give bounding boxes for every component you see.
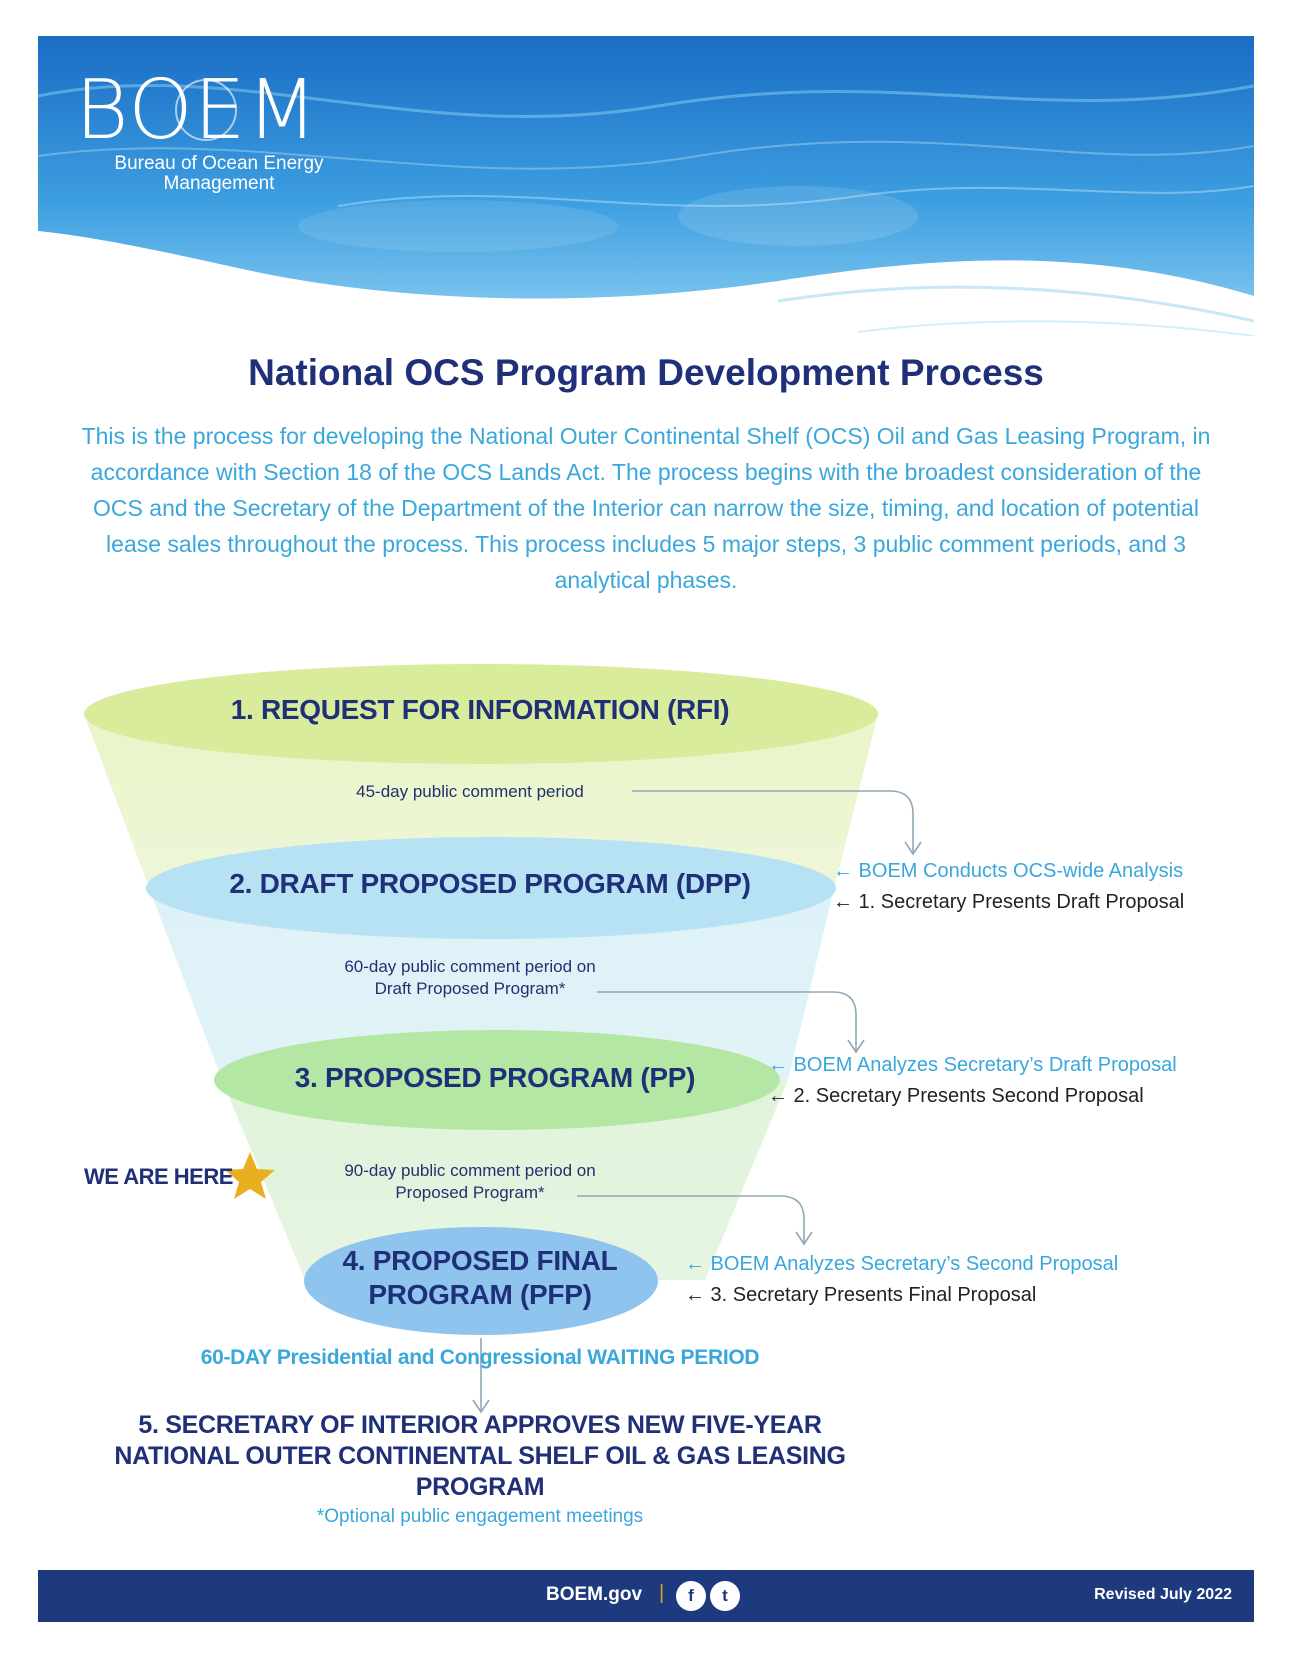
- boem-logo-text: BOEM: [75, 63, 319, 158]
- step-2-label: 2. DRAFT PROPOSED PROGRAM (DPP): [229, 868, 751, 899]
- comment-period-2-line2: Draft Proposed Program*: [374, 979, 566, 998]
- footer-bar: BOEM.gov | f t Revised July 2022: [38, 1570, 1254, 1622]
- comment-period-3: 90-day public comment period on Proposed…: [300, 1160, 640, 1204]
- arrow-icon: [472, 790, 922, 1414]
- comment-period-2-line1: 60-day public comment period on: [344, 957, 596, 976]
- side-note-1-analysis: ← BOEM Conducts OCS-wide Analysis: [833, 860, 1184, 882]
- funnel-segment-2: [148, 885, 835, 1080]
- side-note-1: ← BOEM Conducts OCS-wide Analysis ← 1. S…: [833, 856, 1184, 918]
- boem-site-link[interactable]: BOEM.gov: [546, 1584, 643, 1605]
- step-3-ellipse: [214, 1030, 780, 1130]
- side-note-2: ← BOEM Analyzes Secretary’s Draft Propos…: [768, 1050, 1177, 1112]
- facebook-icon[interactable]: f: [676, 1581, 706, 1611]
- comment-period-1-text: 45-day public comment period: [356, 782, 584, 801]
- star-icon: [225, 1152, 275, 1199]
- side-note-3-proposal: ← 3. Secretary Presents Final Proposal: [685, 1284, 1037, 1306]
- boem-logo-subtitle: Bureau of Ocean Energy Management: [114, 153, 324, 194]
- side-note-1-proposal: ← 1. Secretary Presents Draft Proposal: [833, 891, 1185, 913]
- comment-period-3-line1: 90-day public comment period on: [344, 1161, 596, 1180]
- side-note-3-analysis: ← BOEM Analyzes Secretary’s Second Propo…: [685, 1253, 1119, 1275]
- footnote: *Optional public engagement meetings: [316, 1506, 644, 1527]
- final-step-line2: NATIONAL OUTER CONTINENTAL SHELF OIL & G…: [114, 1442, 846, 1501]
- we-are-here-label: WE ARE HERE: [84, 1164, 233, 1189]
- funnel-segment-3: [222, 1080, 788, 1280]
- final-step-label: 5. SECRETARY OF INTERIOR APPROVES NEW FI…: [60, 1410, 900, 1503]
- header-banner: BOEM Bureau of Ocean Energy Management: [38, 36, 1254, 336]
- side-note-2-proposal: ← 2. Secretary Presents Second Proposal: [768, 1085, 1144, 1107]
- page-title: National OCS Program Development Process: [248, 352, 1044, 393]
- step-2-ellipse: [146, 837, 836, 939]
- comment-period-3-line2: Proposed Program*: [395, 1183, 545, 1202]
- boem-wave-logo: [175, 79, 237, 141]
- footer-separator: |: [659, 1582, 665, 1604]
- step-3-label: 3. PROPOSED PROGRAM (PP): [294, 1062, 696, 1093]
- revised-date: Revised July 2022: [1094, 1586, 1232, 1603]
- ocean-banner-image: [38, 36, 1254, 336]
- step-4-ellipse: [304, 1227, 658, 1335]
- side-note-3: ← BOEM Analyzes Secretary’s Second Propo…: [685, 1249, 1118, 1311]
- step-1-ellipse: [84, 664, 878, 764]
- comment-period-1: 45-day public comment period: [300, 781, 640, 803]
- final-step-line1: 5. SECRETARY OF INTERIOR APPROVES NEW FI…: [138, 1411, 822, 1439]
- comment-period-2: 60-day public comment period on Draft Pr…: [300, 956, 640, 1000]
- step-1-label: 1. REQUEST FOR INFORMATION (RFI): [230, 694, 730, 725]
- side-note-2-analysis: ← BOEM Analyzes Secretary’s Draft Propos…: [768, 1054, 1177, 1076]
- waiting-period-label: 60-DAY Presidential and Congressional WA…: [200, 1346, 760, 1369]
- intro-paragraph: This is the process for developing the N…: [81, 423, 1211, 593]
- twitter-icon[interactable]: t: [710, 1581, 740, 1611]
- step-4-label: 4. PROPOSED FINAL PROGRAM (PFP): [342, 1245, 618, 1310]
